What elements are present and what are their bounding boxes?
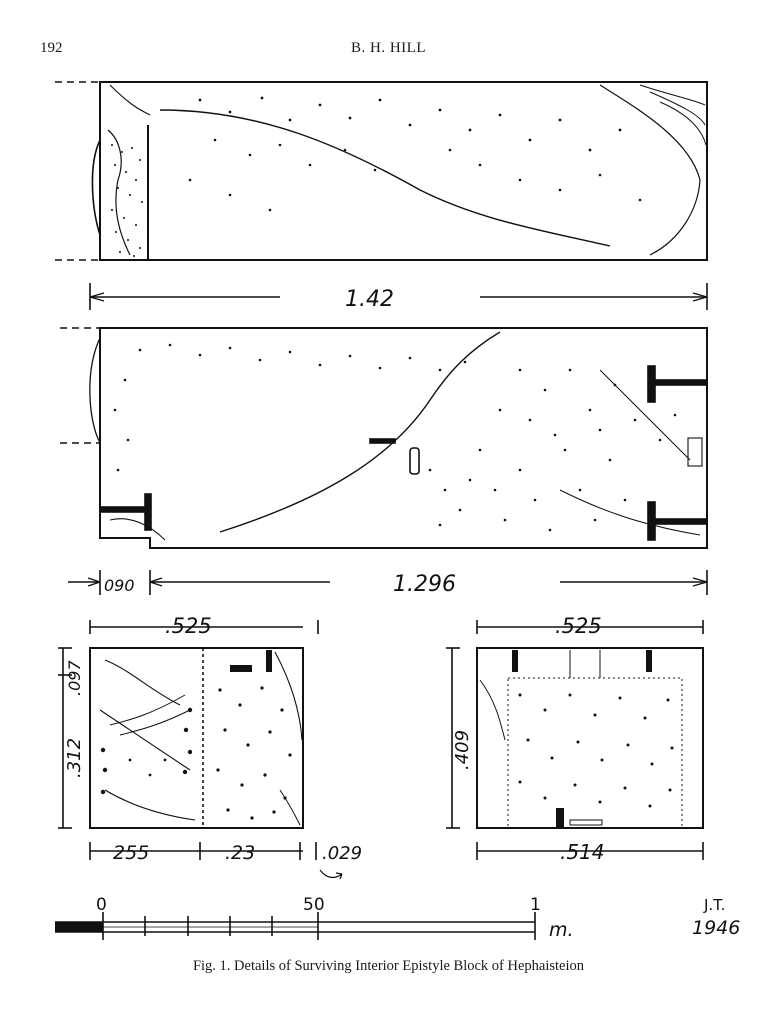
signature-year: 1946	[692, 917, 740, 939]
running-head-author: B. H. HILL	[351, 40, 426, 56]
left-end-stipple	[100, 686, 292, 820]
dimension-label-top-length: 1.42	[345, 287, 394, 312]
dimension-label-bottom-length: 1.296	[393, 572, 456, 597]
left-end-view	[58, 620, 343, 880]
right-end-view	[446, 620, 704, 860]
page-number: 192	[40, 40, 63, 56]
scale-label-one: 1	[530, 895, 541, 915]
dimension-label-left-end-seg2: .23	[225, 842, 255, 864]
dimension-label-left-end-seg3: .029	[322, 843, 362, 864]
running-head: 192 B. H. HILL	[0, 40, 777, 62]
dimension-label-right-end-height: .409	[452, 730, 473, 770]
scale-label-unit: m.	[549, 919, 574, 941]
scale-bar	[55, 912, 536, 940]
scale-label-zero: 0	[96, 895, 107, 915]
right-end-stipple	[518, 693, 674, 808]
top-view-block	[55, 81, 708, 261]
middle-view-stipple	[113, 343, 677, 532]
middle-view-block	[60, 327, 708, 549]
dimension-top-length	[89, 283, 708, 310]
top-view-stipple	[111, 96, 642, 257]
dimension-label-right-end-width: .525	[555, 614, 602, 638]
dimension-label-left-end-top-height: .097	[65, 660, 84, 696]
dimension-label-left-end-width: .525	[165, 614, 212, 638]
dimension-label-left-end-height: .312	[64, 738, 85, 778]
dimension-label-left-end-seg1: 255	[113, 842, 149, 864]
figure-caption: Fig. 1. Details of Surviving Interior Ep…	[192, 958, 585, 974]
dimension-label-bottom-left: 090	[104, 576, 135, 595]
dimension-label-right-end-bottom: .514	[560, 840, 605, 864]
scale-label-fifty: 50	[303, 895, 325, 915]
dimension-bottom-length	[68, 570, 708, 595]
figure-drawing: 1.42 090 1.296 .525 .525 .097 .312 .409 …	[55, 81, 740, 941]
signature-initials: J.T.	[703, 896, 725, 914]
